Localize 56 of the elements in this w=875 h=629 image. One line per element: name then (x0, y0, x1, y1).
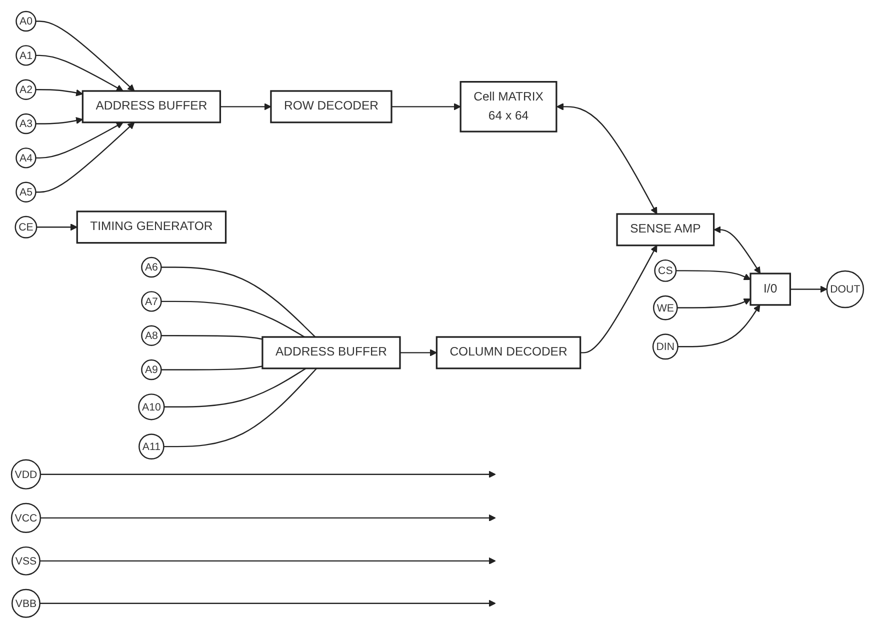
node-circle: VCC (10, 503, 42, 534)
arrow (40, 557, 496, 565)
connector (161, 300, 305, 338)
node-circle: A0 (16, 11, 36, 32)
arrow (36, 224, 78, 231)
node-circle: VSS (12, 546, 40, 576)
arrow (400, 349, 438, 356)
node-circle: DOUT (826, 270, 864, 308)
arrow (790, 286, 828, 293)
node-circle: A5 (16, 182, 36, 203)
arrow (36, 54, 124, 92)
arrow (676, 270, 751, 280)
node-circle: VBB (12, 588, 40, 618)
arrow (40, 600, 496, 608)
arrow (36, 122, 124, 159)
node-circle: CS (654, 260, 677, 282)
node-box: Cell MATRIX 64 x 64 (460, 81, 558, 132)
arrow (678, 304, 760, 348)
connector (161, 335, 263, 340)
arrow (36, 20, 135, 92)
arrow (714, 226, 761, 274)
arrow (36, 122, 135, 193)
connector (161, 366, 263, 371)
connector (161, 266, 316, 338)
arrow (556, 103, 658, 214)
node-circle: A4 (16, 148, 36, 168)
node-circle: A9 (141, 360, 162, 380)
arrow (36, 117, 84, 124)
arrow (40, 470, 496, 478)
node-circle: A11 (138, 434, 164, 460)
arrow (677, 298, 751, 309)
node-box: ROW DECODER (270, 90, 392, 124)
node-circle: A8 (141, 325, 162, 346)
arrow (220, 103, 272, 110)
node-circle: A3 (16, 114, 36, 134)
node-circle: A1 (16, 45, 36, 66)
node-circle: A7 (141, 291, 162, 312)
node-box: SENSE AMP (616, 213, 715, 246)
node-box: COLUMN DECODER (436, 336, 582, 370)
arrow (40, 514, 496, 522)
node-circle: VDD (10, 459, 42, 490)
arrow (392, 103, 461, 110)
node-circle: A2 (16, 79, 36, 100)
node-box: I/0 (750, 272, 792, 306)
arrow (36, 89, 84, 96)
node-box: ADDRESS BUFFER (82, 90, 222, 124)
node-circle: A10 (138, 394, 165, 420)
node-circle: CE (14, 216, 38, 239)
arrow (580, 245, 658, 354)
connector (164, 368, 318, 448)
connector (164, 368, 306, 408)
node-circle: WE (653, 296, 678, 320)
node-circle: DIN (652, 334, 678, 360)
node-circle: A6 (141, 257, 162, 278)
node-box: ADDRESS BUFFER (262, 336, 401, 370)
node-box: TIMING GENERATOR (76, 210, 227, 244)
